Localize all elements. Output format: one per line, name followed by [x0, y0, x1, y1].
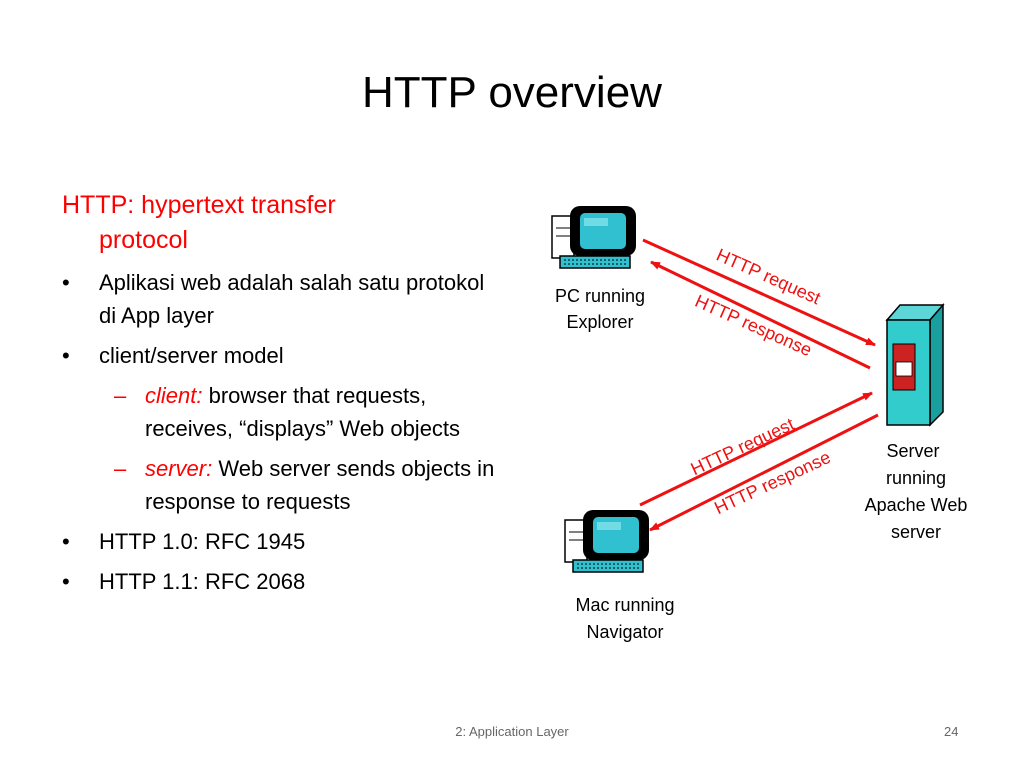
server-label-line-1: Server [886, 441, 939, 461]
lead-heading: HTTP: hypertext transfer protocol [62, 188, 502, 258]
server-label-line-3: Apache Web [865, 495, 968, 515]
page-number: 24 [944, 724, 959, 739]
bullet-icon: • [62, 529, 70, 554]
bullet-icon: • [62, 343, 70, 368]
dash-icon: – [114, 383, 127, 408]
sub-bullet-client: – client: browser that requests, receive… [62, 379, 502, 445]
bullet-item-3: • HTTP 1.0: RFC 1945 [62, 525, 502, 558]
bullet-icon: • [62, 270, 70, 295]
mac-response-arrow [649, 413, 879, 532]
mac-request-label: HTTP request [688, 414, 798, 479]
lead-line-1: HTTP: hypertext transfer [62, 191, 336, 219]
bullet-text: Aplikasi web adalah salah satu protokol … [99, 270, 485, 328]
pc-response-arrow [650, 260, 871, 370]
bullet-item-2: • client/server model [62, 339, 502, 372]
mac-label-line-2: Navigator [586, 622, 663, 642]
sub-bullet-keyword: server: [145, 456, 213, 481]
footer-center: 2: Application Layer [455, 724, 569, 739]
sub-bullet-keyword: client: [145, 383, 203, 408]
server-label-line-4: server [891, 522, 941, 542]
server-label-line-2: running [886, 468, 946, 488]
mac-response-label: HTTP response [711, 447, 833, 518]
bullet-text: HTTP 1.1: RFC 2068 [99, 569, 306, 594]
slide-content: HTTP: hypertext transfer protocol • Apli… [62, 188, 502, 605]
bullet-text: HTTP 1.0: RFC 1945 [99, 529, 306, 554]
dash-icon: – [114, 456, 127, 481]
lead-line-2: protocol [99, 226, 188, 254]
mac-request-arrow [639, 391, 873, 507]
slide-title: HTTP overview [362, 68, 662, 117]
sub-bullet-server: – server: Web server sends objects in re… [62, 452, 502, 518]
pc-request-label: HTTP request [713, 245, 823, 309]
bullet-text: client/server model [99, 343, 284, 368]
pc-computer-icon [551, 206, 636, 269]
pc-label-line-1: PC running [555, 286, 645, 306]
sub-bullet-text: Web server sends objects in response to … [145, 456, 495, 514]
bullet-item-1: • Aplikasi web adalah salah satu protoko… [62, 266, 502, 332]
pc-response-label: HTTP response [692, 291, 815, 360]
mac-computer-icon [564, 510, 649, 573]
bullet-item-4: • HTTP 1.1: RFC 2068 [62, 565, 502, 598]
bullet-icon: • [62, 569, 70, 594]
pc-request-arrow [642, 238, 876, 347]
mac-label-line-1: Mac running [575, 595, 674, 615]
pc-label-line-2: Explorer [566, 312, 633, 332]
server-tower-icon [885, 302, 945, 427]
sub-bullet-text: browser that requests, receives, “displa… [145, 383, 461, 441]
